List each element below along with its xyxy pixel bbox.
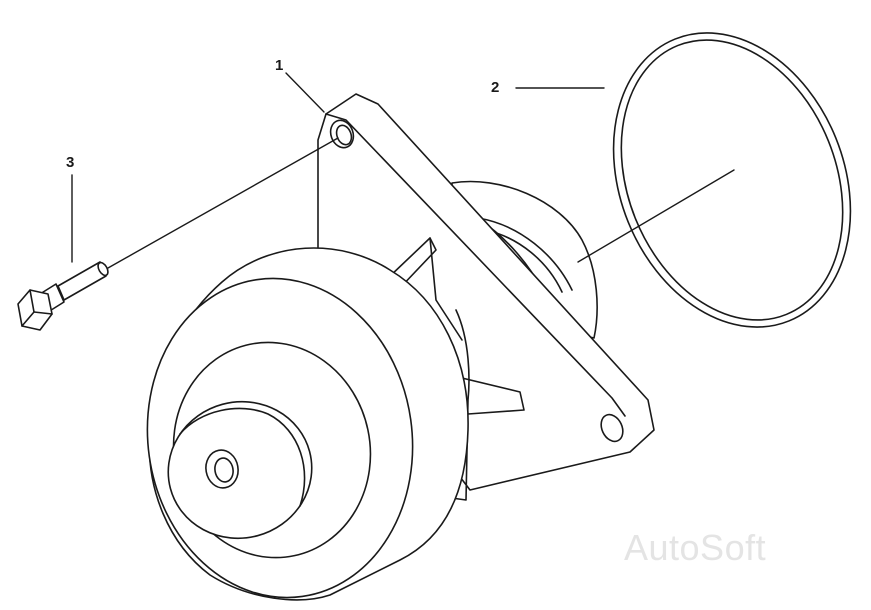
bolt-alignment-line [107,137,339,269]
callout-part-3: 3 [66,154,75,171]
mounting-hole-bottom [600,413,624,443]
callout-part-1: 1 [275,57,284,74]
leader-lines [71,72,735,269]
autosoft-watermark: AutoSoft [624,527,767,568]
hex-bolt [17,261,109,331]
leader-line-1 [285,72,325,113]
mounting-hole-top [329,119,355,149]
o-ring-gasket [612,32,852,328]
leader-line-2-center [577,169,735,263]
callout-part-2: 2 [491,79,500,96]
pump-pulley [146,247,469,601]
